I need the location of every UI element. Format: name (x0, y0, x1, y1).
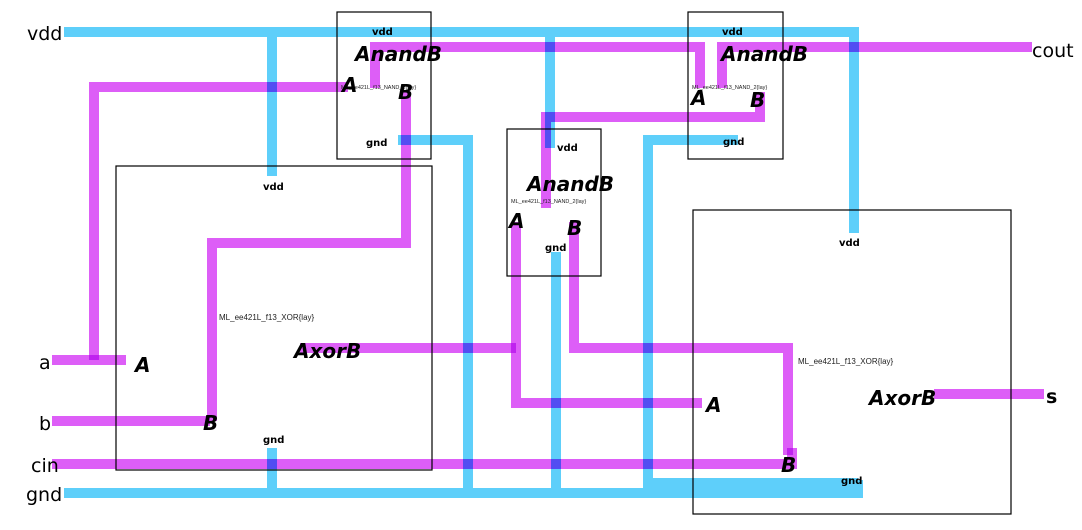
wire-a-to-nand1[interactable] (89, 82, 348, 360)
nand2-pin-b: B (567, 216, 582, 240)
nand1-pin-a: A (340, 73, 357, 97)
nand2-vdd-label: vdd (557, 143, 578, 154)
nand3-vdd-label: vdd (722, 27, 743, 38)
nand1-cell: vdd AnandB ML_ee421L_f13_NAND_2{lay} A B… (340, 27, 442, 149)
nand3-output-label: AnandB (719, 42, 808, 66)
nand1-vdd-label: vdd (372, 27, 393, 38)
gnd-nand3[interactable] (643, 135, 738, 493)
wire-xor1-out-to-xor2-a[interactable] (511, 222, 702, 408)
nand3-pin-a: A (689, 86, 706, 110)
nand3-pin-b: B (750, 88, 765, 112)
xor2-output-label: AxorB (867, 386, 936, 410)
port-b-label: b (39, 413, 51, 435)
wire-b-to-nand1[interactable] (207, 92, 411, 421)
nand2-gnd-label: gnd (545, 243, 566, 254)
wire-nand2-out-to-nand3[interactable] (541, 92, 765, 208)
nand2-pin-a: A (507, 209, 524, 233)
xor1-vdd-label: vdd (263, 182, 284, 193)
xor1-cell-box[interactable] (115, 165, 433, 471)
nand1-pin-b: B (398, 80, 413, 104)
xor1-gnd-label: gnd (263, 435, 284, 446)
nand3-cell: vdd AnandB ML_ee421L_f13_NAND_2{lay} A B… (689, 27, 808, 148)
nand1-output-label: AnandB (353, 42, 442, 66)
xor1-pin-b: B (203, 411, 218, 435)
wire-xor2-b[interactable] (569, 222, 793, 455)
nand2-cell: vdd AnandB ML_ee421L_f13_NAND_2{lay} A B… (507, 143, 614, 254)
port-gnd-label: gnd (26, 484, 62, 506)
xor2-pin-a: A (704, 393, 721, 417)
port-vdd-label: vdd (27, 23, 62, 45)
wire-cout[interactable] (717, 42, 1032, 88)
wire-nand1-out-to-nand3[interactable] (370, 42, 705, 88)
port-cin-label: cin (31, 455, 59, 477)
nand3-cell-box[interactable] (687, 11, 784, 160)
nand2-instance-name: ML_ee421L_f13_NAND_2{lay} (511, 199, 586, 205)
nand2-output-label: AnandB (525, 172, 614, 196)
nand1-gnd-label: gnd (366, 138, 387, 149)
xor2-pin-b: B (781, 453, 796, 477)
xor1-cell: vdd ML_ee421L_f13_XOR{lay} AxorB A B gnd (133, 182, 361, 446)
signal-wires (52, 42, 1044, 469)
port-a-label: a (39, 352, 51, 374)
nand1-cell-box[interactable] (336, 11, 432, 160)
xor1-pin-a: A (133, 353, 150, 377)
nand3-instance-name: ML_ee421L_f13_NAND_2{lay} (692, 85, 767, 91)
xor1-instance-name: ML_ee421L_f13_XOR{lay} (219, 313, 315, 322)
gnd-nand1[interactable] (398, 135, 473, 493)
xor2-cell: vdd ML_ee421L_f13_XOR{lay} AxorB A B gnd (704, 238, 936, 487)
nand1-instance-name: ML_ee421L_f13_NAND_2{lay} (341, 85, 416, 91)
power-wires (64, 27, 863, 498)
xor2-instance-name: ML_ee421L_f13_XOR{lay} (798, 357, 894, 366)
nand2-cell-box[interactable] (506, 128, 602, 277)
vdd-rail[interactable] (64, 27, 859, 233)
wire-cin-to-xor2[interactable] (52, 448, 797, 469)
port-cout-label: cout (1032, 40, 1074, 62)
xor2-vdd-label: vdd (839, 238, 860, 249)
xor2-gnd-label: gnd (841, 476, 862, 487)
nand3-gnd-label: gnd (723, 137, 744, 148)
xor2-cell-box[interactable] (692, 209, 1012, 515)
xor1-output-label: AxorB (292, 339, 361, 363)
port-s-label: s (1046, 386, 1057, 408)
